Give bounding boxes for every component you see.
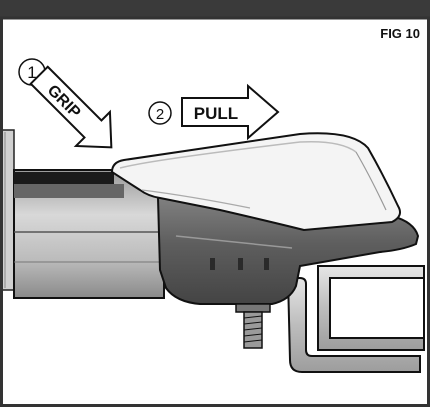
figure-frame	[0, 16, 430, 407]
step-1-number: 1	[27, 63, 36, 82]
figure-label: FIG 10	[380, 26, 420, 41]
left-side-tube	[0, 129, 15, 291]
pull-arrow: PULL	[181, 83, 280, 141]
release-handle	[110, 132, 401, 232]
top-bar	[0, 0, 430, 18]
lower-frame	[286, 265, 425, 373]
screw-bolt	[235, 303, 271, 349]
pull-word: PULL	[194, 104, 238, 123]
clamp-teeth	[210, 258, 269, 270]
step-2-number: 2	[156, 106, 164, 123]
step-2-marker: 2	[148, 101, 172, 125]
